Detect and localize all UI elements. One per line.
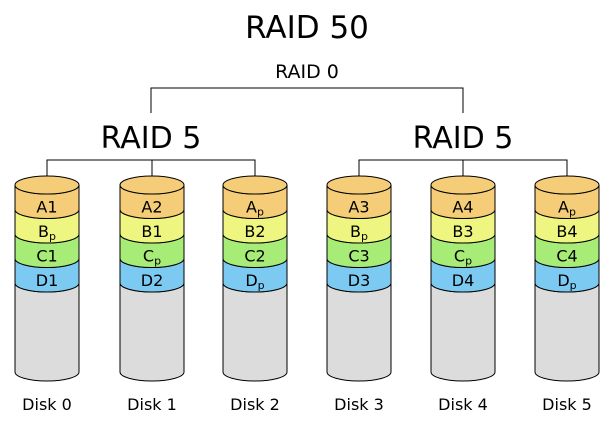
disk-top-cap: [14, 175, 80, 195]
block-label: Ap: [246, 198, 264, 219]
disk-empty-space: [14, 282, 80, 382]
disk-empty-space: [534, 282, 600, 382]
block-label: B1: [141, 222, 162, 241]
disk-label: Disk 2: [230, 395, 280, 414]
block-label: A3: [348, 198, 369, 217]
disk-label: Disk 0: [22, 395, 72, 414]
raid5-groups: RAID 5 RAID 5: [101, 121, 514, 156]
raid5-group-label: RAID 5: [413, 121, 514, 156]
block-label: A4: [452, 198, 473, 217]
diagram-title: RAID 50: [245, 10, 369, 46]
block-label: D3: [348, 271, 371, 290]
raid5-connector: [46, 159, 256, 185]
block-label: Ap: [558, 198, 576, 219]
disk-top-cap: [326, 175, 392, 195]
disk-empty-space: [222, 282, 288, 382]
block-label: A1: [36, 198, 57, 217]
disk-label: Disk 1: [127, 395, 177, 414]
block-label: Cp: [143, 247, 161, 268]
block-label: C4: [556, 247, 577, 266]
disk-empty-space: [326, 282, 392, 382]
raid5-group-label: RAID 5: [101, 121, 202, 156]
block-label: B2: [244, 222, 265, 241]
block-label: Dp: [557, 271, 576, 292]
disk-label: Disk 4: [438, 395, 488, 414]
block-label: D4: [452, 271, 475, 290]
block-label: C1: [36, 247, 57, 266]
block-label: Bp: [350, 222, 368, 243]
block-label: D2: [141, 271, 164, 290]
connector-lines: [46, 87, 568, 185]
disk-label: Disk 5: [542, 395, 592, 414]
block-label: B4: [556, 222, 577, 241]
disk-label: Disk 3: [334, 395, 384, 414]
disk-empty-space: [430, 282, 496, 382]
raid0-connector: [150, 87, 464, 113]
block-label: A2: [141, 198, 162, 217]
disk-top-cap: [222, 175, 288, 195]
disk-empty-space: [119, 282, 185, 382]
block-label: Cp: [454, 247, 472, 268]
block-label: C3: [348, 247, 369, 266]
block-label: Dp: [245, 271, 264, 292]
block-label: B3: [452, 222, 473, 241]
raid0-label: RAID 0: [275, 61, 339, 83]
block-label: Bp: [38, 222, 56, 243]
block-label: D1: [36, 271, 59, 290]
disk-top-cap: [430, 175, 496, 195]
block-label: C2: [244, 247, 265, 266]
disk-top-cap: [534, 175, 600, 195]
disk-top-cap: [119, 175, 185, 195]
